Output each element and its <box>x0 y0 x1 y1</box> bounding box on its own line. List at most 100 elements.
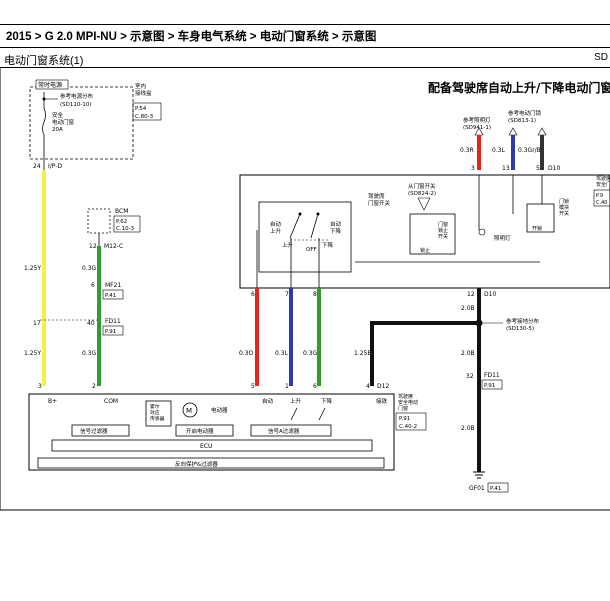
module-down: 下降 <box>321 397 333 405</box>
pin-mf21: 6 <box>91 282 95 289</box>
junction-page-box <box>132 102 162 121</box>
right-side-1: 驾驶席 <box>596 175 610 182</box>
pin-bottom-2: 2 <box>92 383 96 390</box>
junction-conn: C.80-3 <box>135 114 154 120</box>
pin-bottom-1: 1 <box>285 383 289 390</box>
fuse-name: 电动门窗 <box>52 118 75 126</box>
hall-3: 传感器 <box>150 415 165 422</box>
module-conn: C.40-2 <box>399 424 417 430</box>
label-yellow-lower: 1.25Y <box>24 350 41 357</box>
breadcrumb[interactable]: 2015 > G 2.0 MPI-NU > 示意图 > 车身电气系统 > 电动门… <box>6 31 377 43</box>
door-module-1: 门锁 <box>559 198 569 205</box>
signal-filter-1: 信号过滤器 <box>80 427 108 435</box>
switch-off: OFF <box>306 247 317 253</box>
module-title-3: 门窗 <box>398 405 408 412</box>
fuse-rating: 20A <box>52 127 63 133</box>
module-sw-2 <box>318 407 326 421</box>
reverse-circuit-box <box>37 457 385 469</box>
lock-ref-title: 参考电动门锁 <box>508 109 542 117</box>
right-conn: C.40 <box>596 200 607 206</box>
pin-right-32: 32 <box>466 373 474 380</box>
module-page-box <box>395 412 427 431</box>
switch-title-2: 门窗开关 <box>368 199 391 207</box>
switch-auto-down: 自动下降 <box>330 220 342 235</box>
pin-left-17: 17 <box>33 320 41 327</box>
label-right-black-1: 2.0B <box>461 305 475 312</box>
label-right-black-2: 2.0B <box>461 350 475 357</box>
ground-ref-code: (SD130-5) <box>506 326 534 332</box>
conn-left-top: I/P-D <box>48 163 62 170</box>
conn-top-d10: D10 <box>548 165 560 172</box>
wiring-diagram: 配备驾驶席自动上升/下降电动门窗( 常时电源 参考电源分布 (SD110-10)… <box>0 68 610 511</box>
switch-blade-1 <box>289 213 301 239</box>
label-green-upper: 0.3G <box>82 265 97 272</box>
fuse-type: 安全 <box>52 111 64 119</box>
right-side-label: 驾驶席安全门锁 <box>596 175 610 188</box>
auto-up-1: 自动 <box>270 220 282 228</box>
module-page: P.91 <box>399 416 410 422</box>
pin-left-top: 24 <box>33 163 41 170</box>
module-title-2: 安全电动 <box>398 399 418 406</box>
fuse-ref-code: (SD110-10) <box>60 102 92 108</box>
pin-bottom-5: 5 <box>251 383 255 390</box>
label-yellow-upper: 1.25Y <box>24 265 41 272</box>
pin-sw-8: 8 <box>313 291 317 298</box>
right-fd11-page: P.91 <box>484 383 495 389</box>
sd824-arrow <box>417 197 431 211</box>
label-top-r: 0.3R <box>460 147 474 154</box>
illum-lamp-icon <box>478 228 486 236</box>
bcm-page-box <box>113 215 141 233</box>
right-page: P.9 <box>596 193 603 199</box>
motor-label: M <box>186 407 192 415</box>
hall-1: 霍尔 <box>150 403 160 410</box>
auto-down-2: 下降 <box>330 227 342 235</box>
motor-icon <box>182 402 198 418</box>
bcm-conn: C.10-3 <box>116 226 135 232</box>
ground-junction <box>475 319 483 327</box>
unlock-label: 开锁 <box>532 225 542 232</box>
fd11-left-page: P.91 <box>105 329 116 335</box>
ground-page-box <box>487 482 509 493</box>
conn-right-fd11: FD11 <box>484 372 500 379</box>
label-top-l: 0.3L <box>492 147 506 154</box>
door-module-box <box>526 203 555 233</box>
sw-contact-1 <box>298 212 302 216</box>
fd11-left-page-box <box>102 325 124 336</box>
bcm-label: BCM <box>115 208 128 215</box>
conn-mf21: MF21 <box>105 282 121 289</box>
module-com: COM <box>104 398 118 405</box>
signal-filter-2: 信号A过滤器 <box>268 427 300 435</box>
pin-sw-7: 7 <box>285 291 289 298</box>
right-fd11-page-box <box>481 379 503 390</box>
ground-ref-title: 参考接地分布 <box>506 317 540 325</box>
bcm-page: P.62 <box>116 219 127 225</box>
switch-inner-box <box>258 201 352 273</box>
switch-main-title: 驾驶席门窗开关 <box>368 192 391 207</box>
pin-bottom-6: 6 <box>313 383 317 390</box>
auto-down-1: 自动 <box>330 220 342 228</box>
motor-circuit: 开启电动器 <box>186 427 214 435</box>
lock-sw-3: 开关 <box>438 233 448 240</box>
bcm-box <box>87 208 111 234</box>
module-sw-1 <box>290 407 298 421</box>
junction-line-2: 接线盒 <box>135 89 152 97</box>
label-black: 1.25B <box>354 350 371 357</box>
module-box <box>28 393 395 471</box>
page-code: SD <box>594 52 608 63</box>
motor-circuit-box <box>175 424 234 437</box>
section-bar: 电动门窗系统(1) SD <box>0 49 610 68</box>
door-module-label: 门锁模块开关 <box>559 198 569 217</box>
hall-sensor-box <box>145 400 172 427</box>
fuse-label-box <box>35 79 69 90</box>
switch-blade-2 <box>310 213 319 239</box>
pin-top-3: 3 <box>471 165 475 172</box>
junction-line-1: 室内 <box>135 82 146 90</box>
lock-switch-box <box>409 213 456 255</box>
label-top-gb: 0.3Gr/B <box>518 147 541 154</box>
switch-down: 下降 <box>322 241 334 249</box>
fuse-ref-title: 参考电源分布 <box>60 92 94 100</box>
conn-m12: M12-C <box>104 243 123 250</box>
module-up: 上升 <box>290 397 302 405</box>
fuse-symbol <box>42 107 46 136</box>
right-side-2: 安全门锁 <box>596 181 610 188</box>
